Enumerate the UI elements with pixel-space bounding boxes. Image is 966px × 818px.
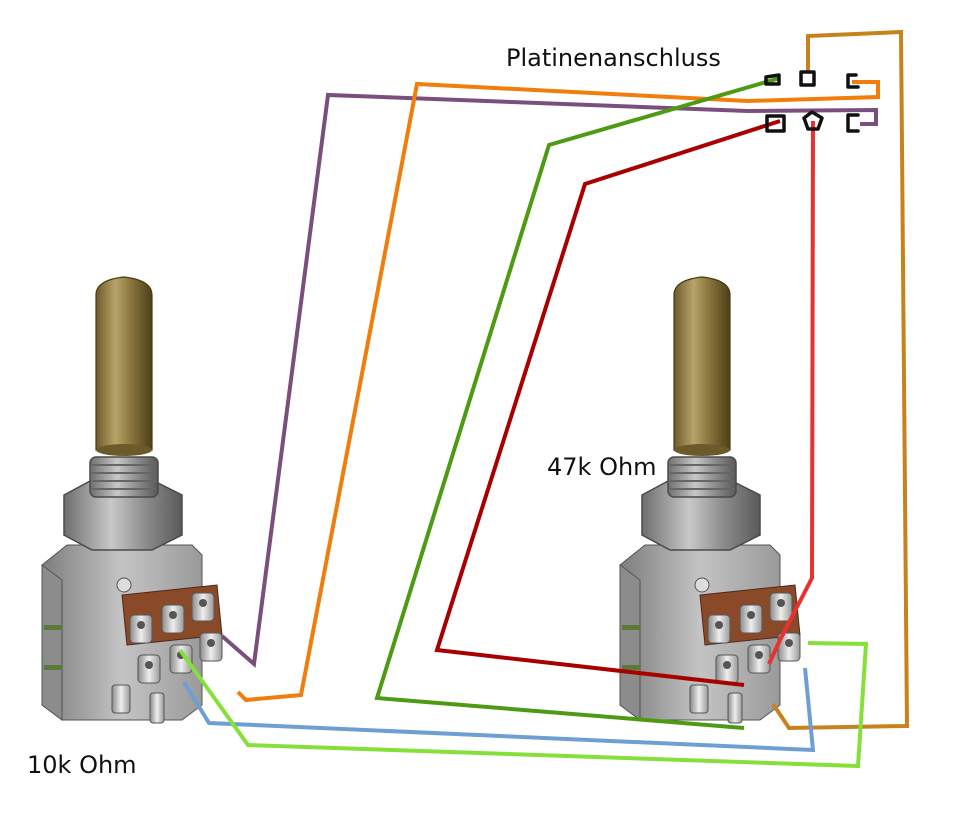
connector-pin-3 [846,73,860,89]
potentiometer-left-label: 10k Ohm [27,751,137,779]
wire-green-light [178,641,869,769]
wire-red [767,120,815,665]
wire-green-dark [374,76,781,730]
header-label: Platinenanschluss [506,44,721,72]
connector-pin-1 [764,73,781,86]
wire-red-dark [434,119,781,687]
connector-pin-6 [846,113,860,133]
connector-pin-2 [799,70,816,87]
wire-brown-orange [771,29,910,731]
wire-orange [236,80,880,703]
wire-purple [220,92,878,668]
potentiometer-right-label: 47k Ohm [547,453,657,481]
connector-pin-5 [802,110,824,131]
connector-pin-4 [765,114,786,133]
wire-blue [182,667,816,753]
board-connector [764,70,860,133]
potentiometer-left [41,276,223,724]
